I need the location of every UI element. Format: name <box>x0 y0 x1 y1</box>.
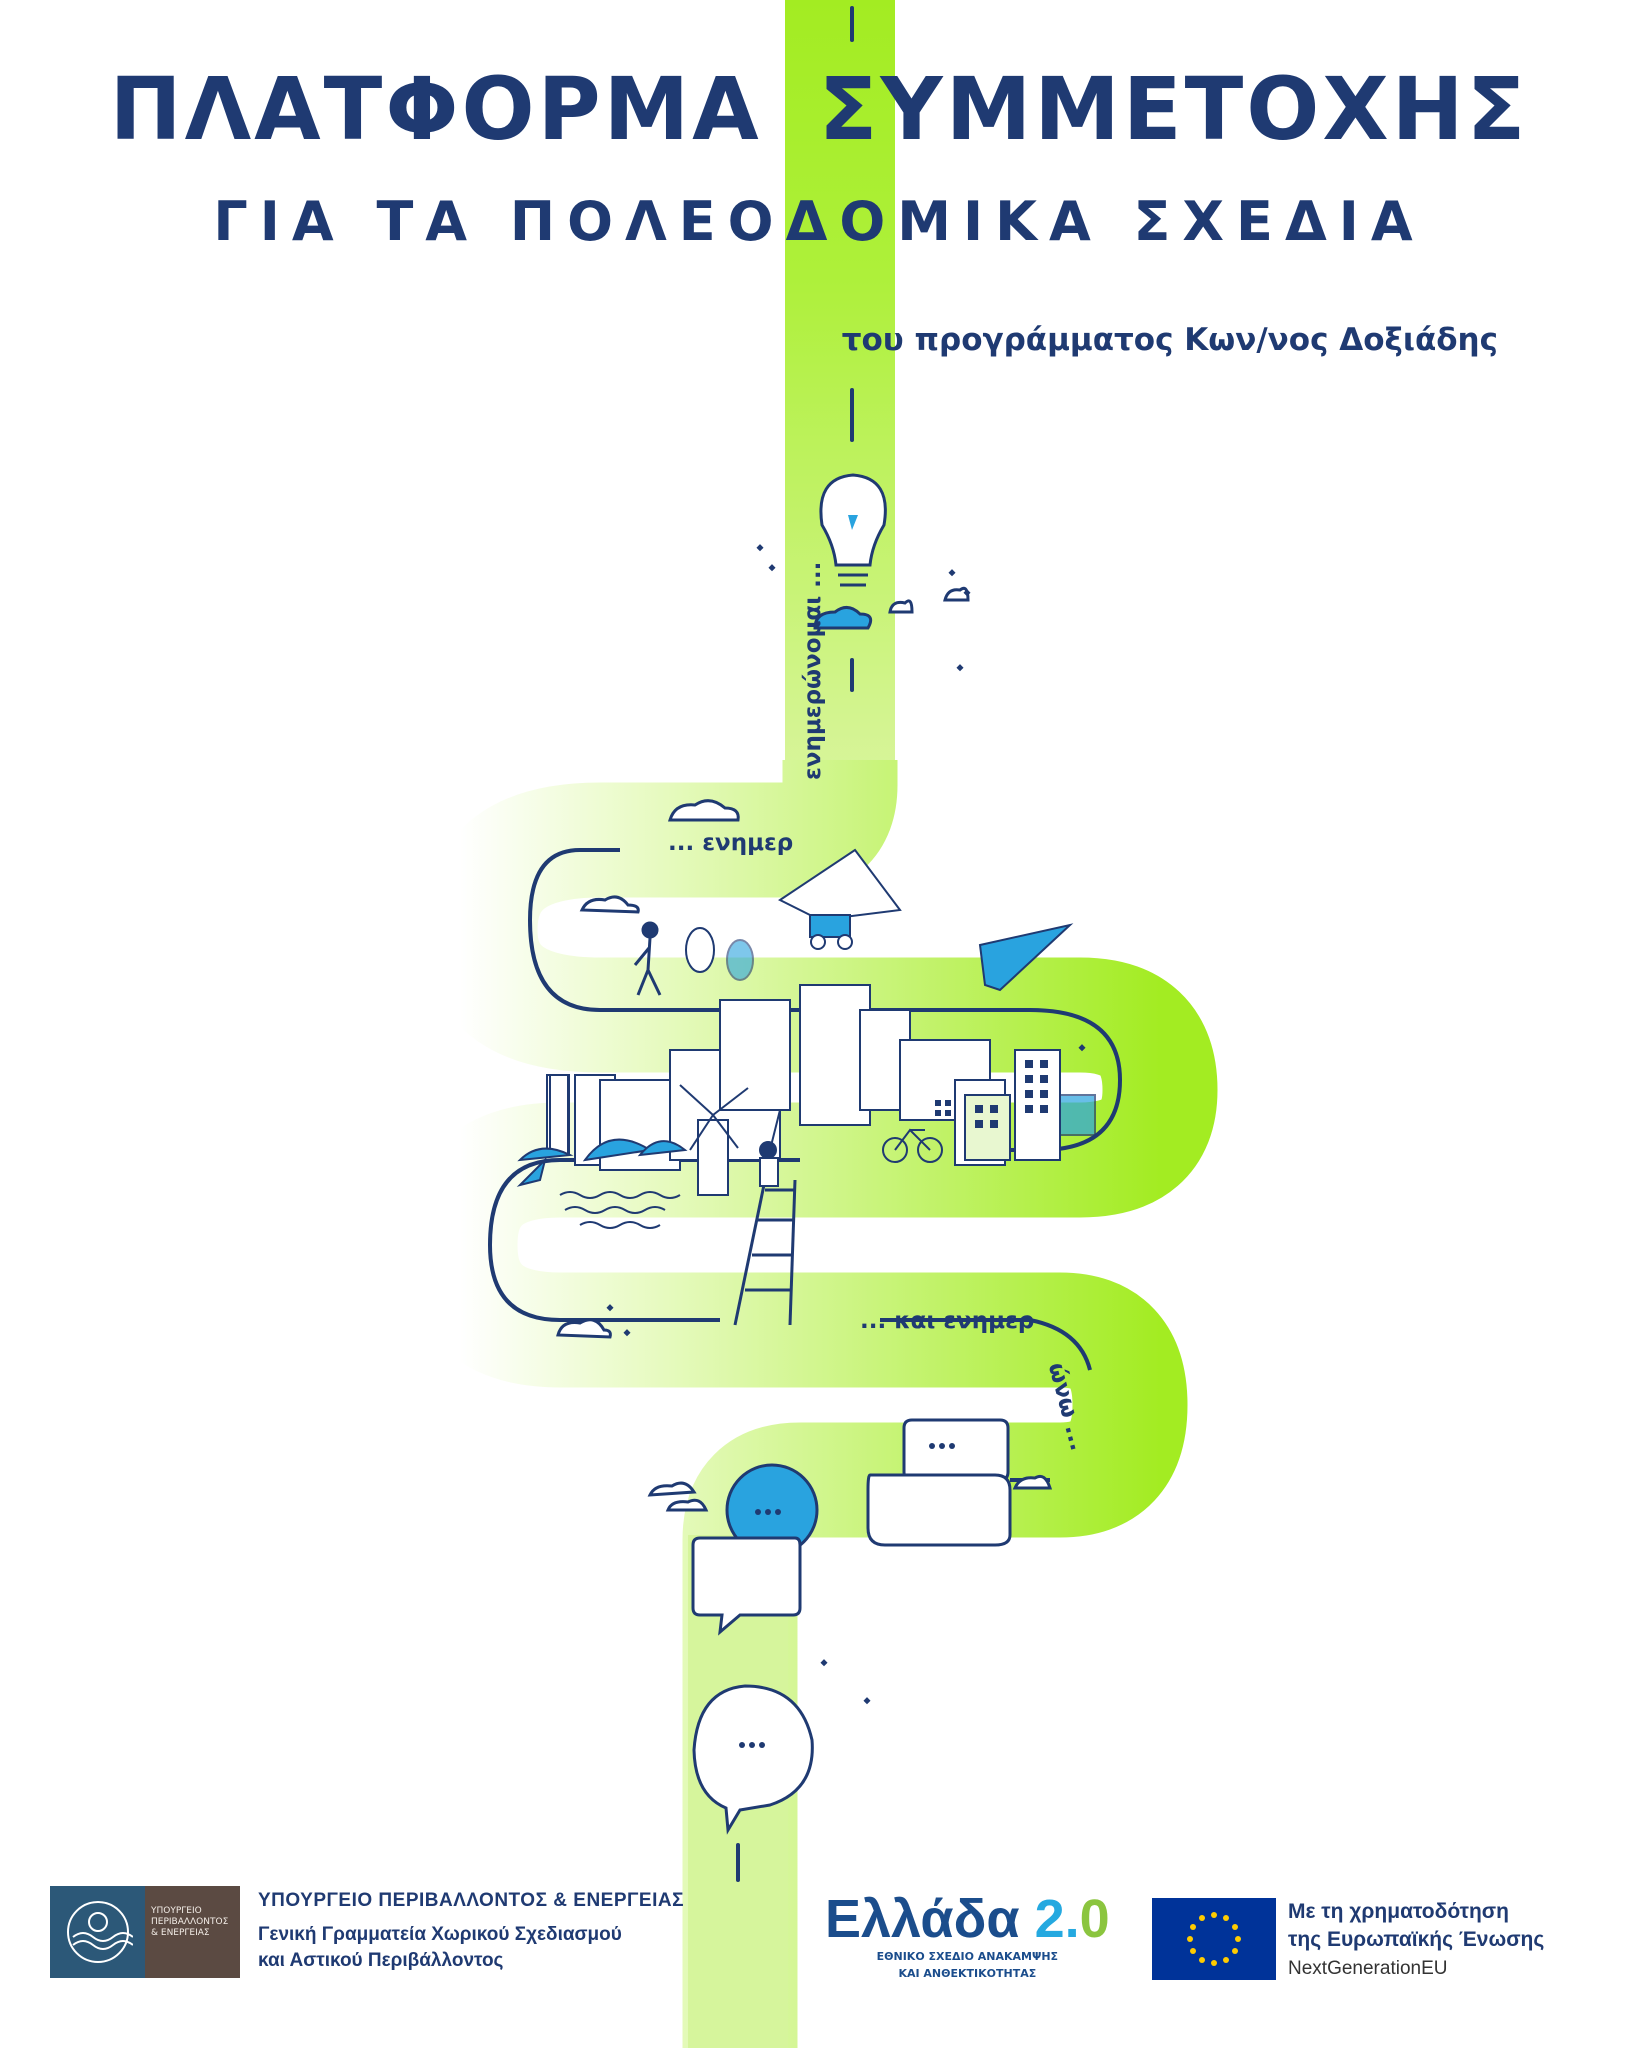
sparkles <box>606 544 1086 1705</box>
ladder <box>733 1179 797 1326</box>
eu-flag-icon <box>1152 1898 1276 1980</box>
page-subtitle: του προγράμματος Κων/νος Δοξιάδης <box>841 322 1498 358</box>
cloud-icons <box>556 586 1053 1512</box>
ellada-version-0: 0 <box>1079 1889 1110 1949</box>
ellada-2-0-logo: Ελλάδα 2.0 ΕΘΝΙΚΟ ΣΧΕΔΙΟ ΑΝΑΚΑΜΨΗΣ ΚΑΙ Α… <box>825 1892 1110 1980</box>
ellada-sub-line1: ΕΘΝΙΚΟ ΣΧΕΔΙΟ ΑΝΑΚΑΜΨΗΣ <box>876 1950 1059 1963</box>
eu-line3: NextGenerationEU <box>1288 1958 1448 1979</box>
ministry-logo: ΥΠΟΥΡΓΕΙΟ ΠΕΡΙΒΑΛΛΟΝΤΟΣ & ΕΝΕΡΓΕΙΑΣ <box>50 1886 240 1978</box>
solar-panel <box>978 923 1074 992</box>
sea-waves <box>559 1191 681 1229</box>
ellada-word: Ελλάδα <box>825 1889 1020 1949</box>
page-title-line2: ΓΙΑ ΤΑ ΠΟΛΕΟΔΟΜΙΚΑ ΣΧΕΔΙΑ <box>213 190 1425 253</box>
footer-logos: ΥΠΟΥΡΓΕΙΟ ΠΕΡΙΒΑΛΛΟΝΤΟΣ & ΕΝΕΡΓΕΙΑΣ ΥΠΟΥ… <box>0 1880 1638 2020</box>
person-on-ladder <box>759 1109 781 1187</box>
path-ribbon <box>402 727 1218 2048</box>
building-windows <box>935 1060 1048 1128</box>
city-skyline <box>546 984 1096 1171</box>
speech-dots <box>739 1443 955 1748</box>
label-informed-vertical: ενημερώνομαι ... <box>800 561 826 780</box>
eu-line2: της Ευρωπαϊκής Ένωσης <box>1288 1928 1545 1951</box>
secretariat-line1: Γενική Γραμματεία Χωρικού Σχεδιασμού <box>258 1924 622 1945</box>
seaside-scene <box>516 1074 688 1187</box>
walking-person <box>633 921 662 996</box>
path-trunk-top <box>785 0 895 790</box>
farm-scene <box>685 848 902 981</box>
ministry-emblem-icon <box>50 1886 145 1978</box>
eu-funding-text: Με τη χρηματοδότηση της Ευρωπαϊκής Ένωση… <box>1288 1898 1544 1980</box>
ministry-text: ΥΠΟΥΡΓΕΙΟ ΠΕΡΙΒΑΛΛΟΝΤΟΣ & ΕΝΕΡΓΕΙΑΣ Γενι… <box>258 1890 684 1972</box>
windmill <box>679 1084 749 1196</box>
ministry-name: ΥΠΟΥΡΓΕΙΟ ΠΕΡΙΒΑΛΛΟΝΤΟΣ & ΕΝΕΡΓΕΙΑΣ <box>258 1890 684 1911</box>
label-inform-horizontal: ... και ενημερ <box>860 1308 1035 1334</box>
bicycle <box>882 1128 943 1163</box>
ministry-logo-text: ΥΠΟΥΡΓΕΙΟ ΠΕΡΙΒΑΛΛΟΝΤΟΣ & ΕΝΕΡΓΕΙΑΣ <box>145 1886 240 1978</box>
secretariat-line2: και Αστικού Περιβάλλοντος <box>258 1950 504 1971</box>
ellada-version-2: 2 <box>1034 1889 1065 1949</box>
speech-bubbles <box>691 1418 1012 1835</box>
eu-line1: Με τη χρηματοδότηση <box>1288 1900 1509 1923</box>
page-title: ΠΛΑΤΦΟΡΜΑ ΣΥΜΜΕΤΟΧΗΣ <box>109 60 1529 160</box>
ellada-sub-line2: ΚΑΙ ΑΝΘΕΚΤΙΚΟΤΗΤΑΣ <box>898 1967 1037 1980</box>
navy-route-line <box>487 848 1123 1492</box>
ellada-version-dot: . <box>1064 1889 1080 1949</box>
label-informed-horizontal: ... ενημερ <box>668 830 794 856</box>
